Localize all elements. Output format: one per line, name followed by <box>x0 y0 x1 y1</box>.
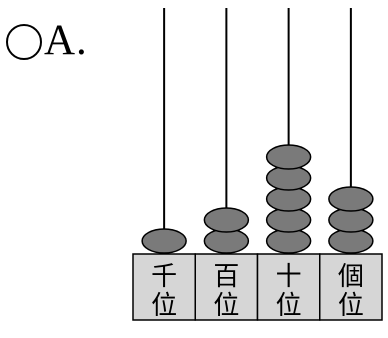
bead-thousands-1 <box>141 228 187 254</box>
base-cell-ones <box>319 253 383 321</box>
place-label-top-thousands: 千 <box>151 262 177 292</box>
option-radio-circle[interactable] <box>6 23 42 60</box>
place-label-top-hundreds: 百 <box>213 262 239 292</box>
option-letter: A. <box>44 16 88 64</box>
base-cell-thousands <box>132 253 196 321</box>
bead-tens-5 <box>265 144 312 170</box>
bead-hundreds-2 <box>203 207 250 233</box>
bead-ones-3 <box>328 186 374 212</box>
abacus-rods <box>163 8 352 254</box>
place-label-bottom-ones: 位 <box>338 291 364 321</box>
place-label-bottom-tens: 位 <box>276 291 302 321</box>
place-label-top-tens: 十 <box>276 262 302 292</box>
place-label-top-ones: 個 <box>338 262 364 292</box>
place-label-bottom-thousands: 位 <box>151 291 177 321</box>
option-label: A. <box>6 10 88 70</box>
place-label-bottom-hundreds: 位 <box>213 291 239 321</box>
abacus-beads <box>141 144 374 254</box>
